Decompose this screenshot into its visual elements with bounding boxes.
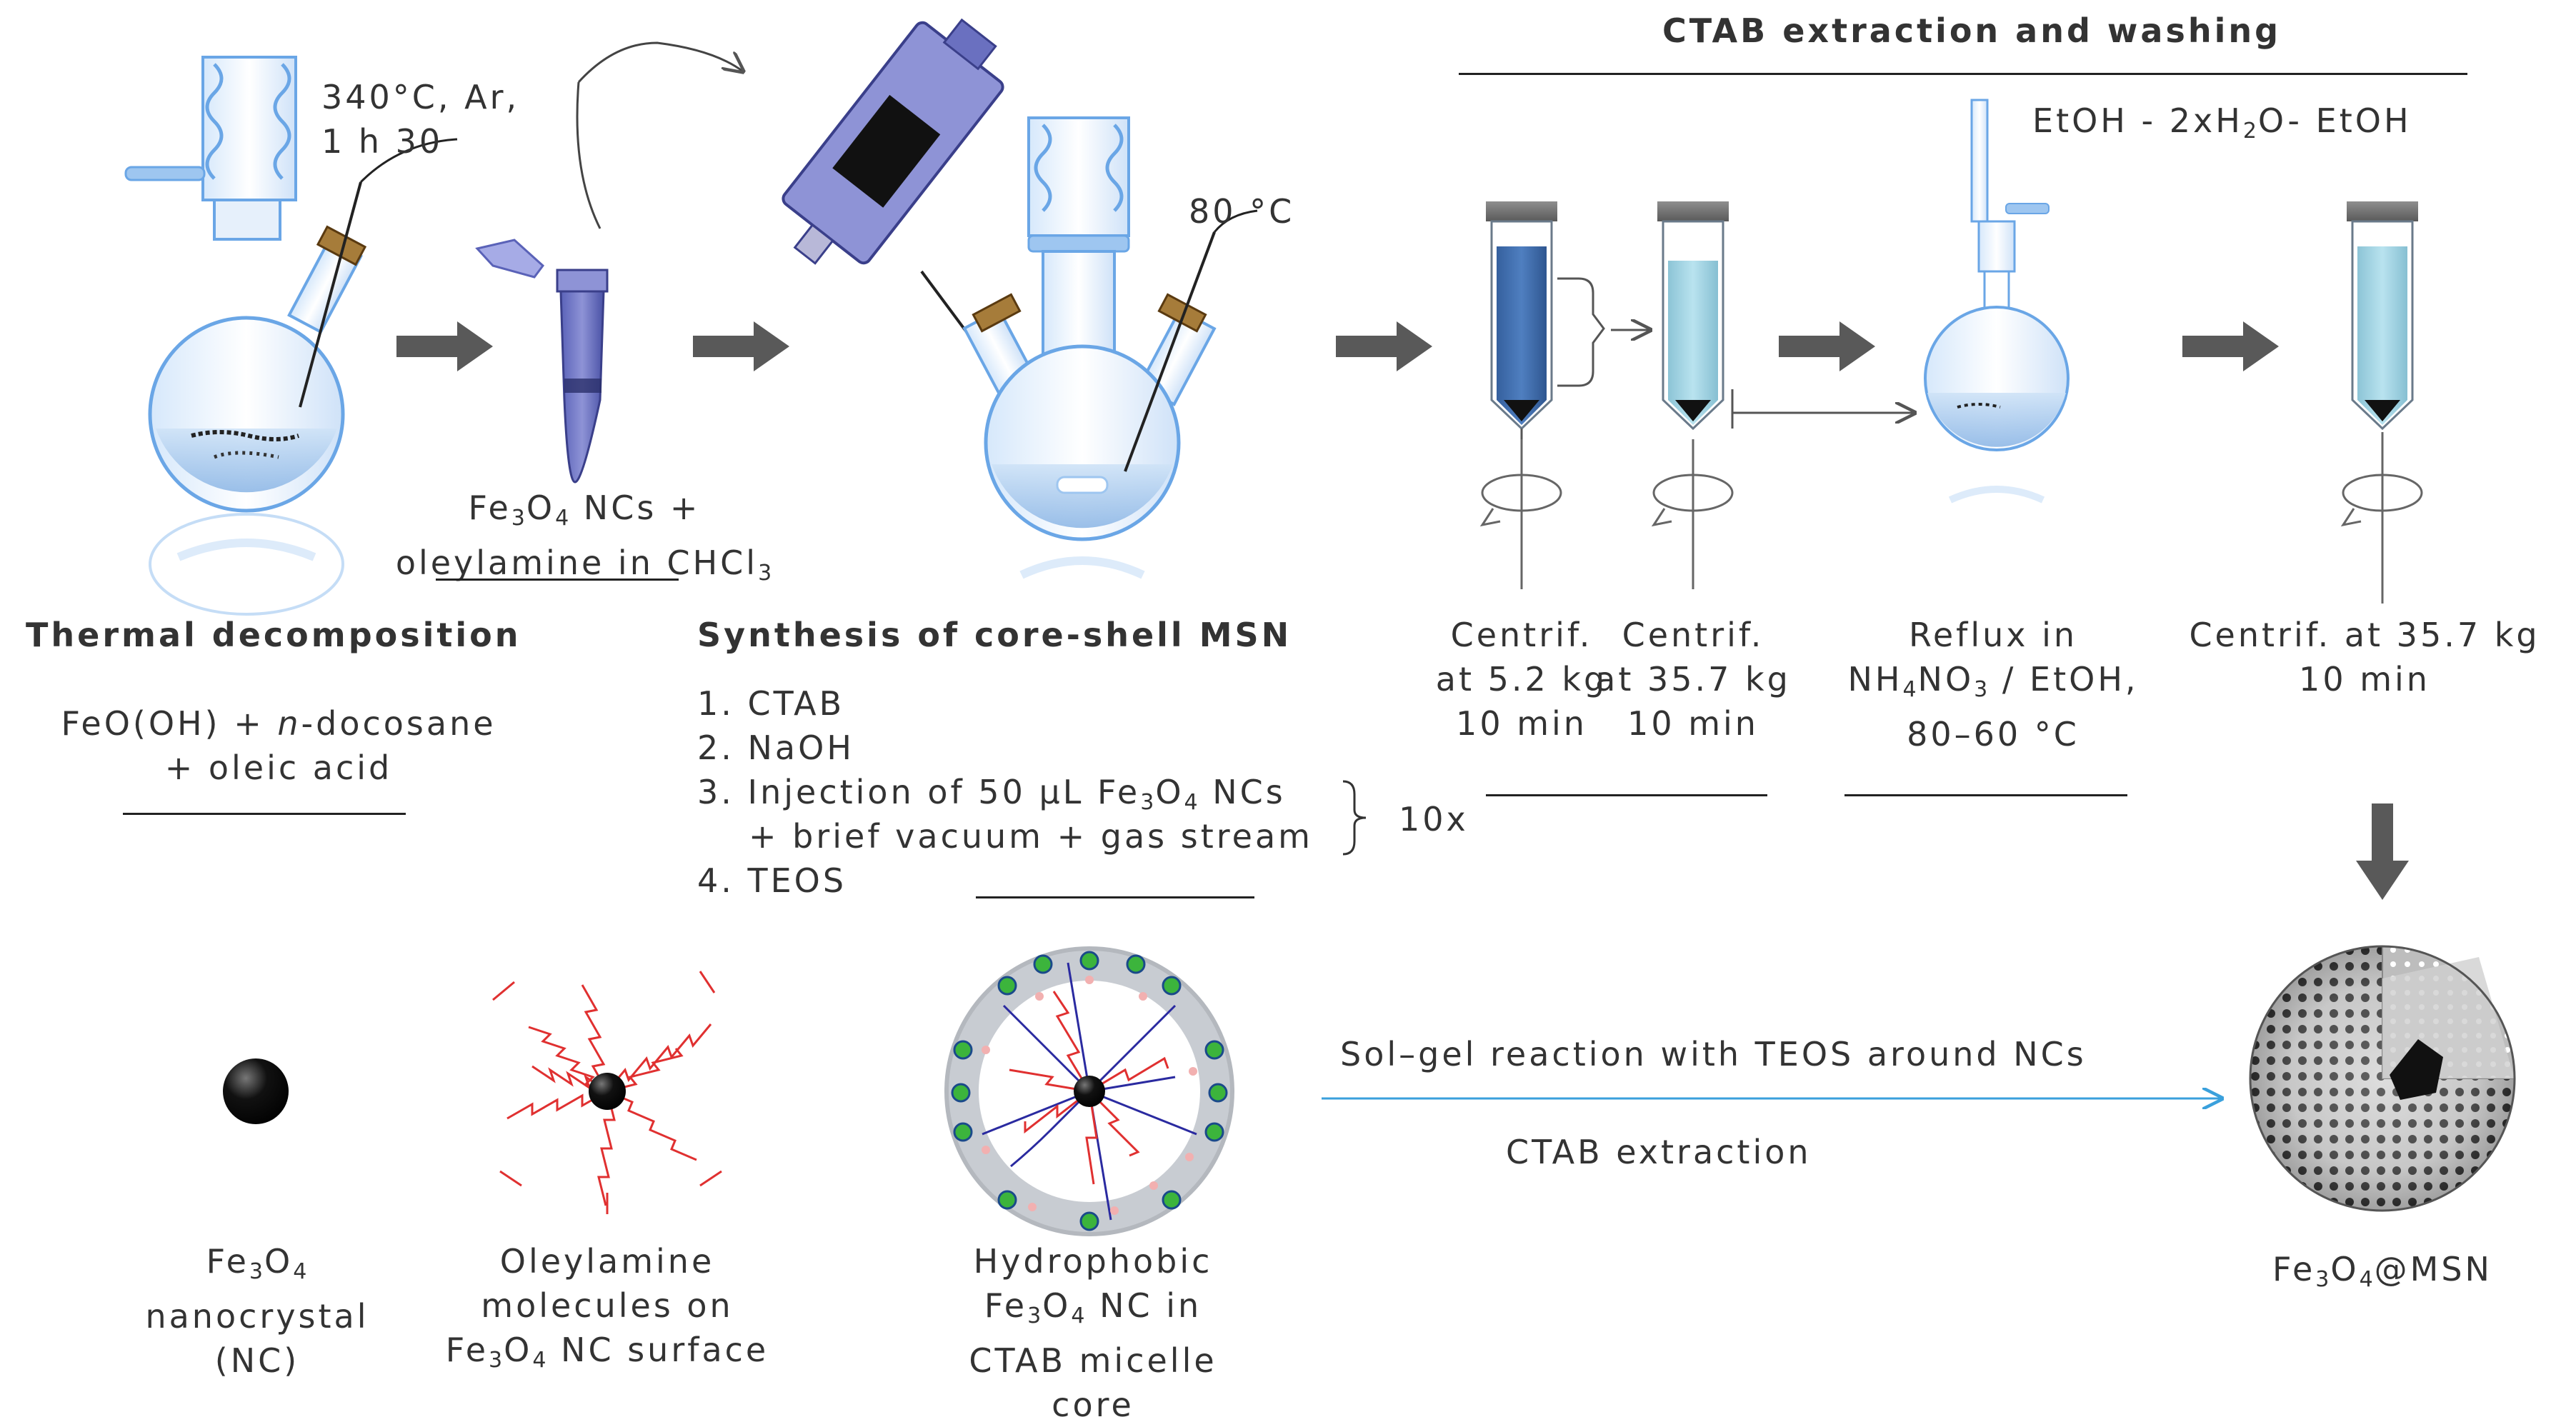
process-arrows — [396, 321, 2409, 900]
nc-reagent-rule — [436, 579, 679, 581]
nanocrystal-icon — [223, 1058, 289, 1124]
silica-particles — [982, 976, 1197, 1215]
synthesis-flask-icon — [782, 18, 1258, 579]
rotation-icon-2 — [1651, 439, 1734, 589]
ctab-micelle-icon — [944, 946, 1234, 1236]
process-arrow-2 — [693, 321, 789, 371]
washing-sequence: EtOH - 2xH2O- EtOH — [2032, 101, 2412, 144]
rotation-icon-3 — [2340, 432, 2423, 604]
micelle-label: Hydrophobic Fe3O4 NC in CTAB micelle cor… — [969, 1242, 1217, 1424]
oleylamine-label: Oleylamine molecules on Fe3O4 NC surface — [445, 1242, 769, 1373]
repeat-count: 10x — [1399, 800, 1469, 838]
thermal-header: Thermal decomposition — [26, 616, 521, 654]
nanocrystal-label: Fe3O4 nanocrystal (NC) — [145, 1242, 369, 1380]
reaction-label-top: Sol–gel reaction with TEOS around NCs — [1340, 1035, 2087, 1073]
reflux-flask-icon — [1924, 99, 2070, 504]
thermal-rule — [123, 813, 406, 815]
oleylamine-coated-nc-icon — [492, 971, 722, 1214]
centrif-rule — [1486, 794, 1767, 796]
centrif-3-label: Centrif. at 35.7 kg 10 min — [2189, 616, 2540, 699]
reaction-label-bottom: CTAB extraction — [1506, 1133, 1812, 1171]
product-label: Fe3O4@MSN — [2272, 1250, 2492, 1292]
process-arrow-3 — [1336, 321, 1432, 371]
centrifuge-tube-2-icon — [1657, 201, 1729, 431]
synthesis-temperature: 80 °C — [1189, 192, 1295, 231]
ctab-headgroups — [951, 951, 1228, 1231]
centrif-1-label: Centrif. at 5.2 kg 10 min — [1435, 616, 1608, 743]
rotation-icons — [1479, 432, 2423, 604]
nc-reagent-label: Fe3O4 NCs + oleylamine in CHCl3 — [395, 489, 774, 586]
mesoporous-silica-nanoparticle-icon — [2249, 945, 2516, 1212]
ctab-section-rule — [1459, 73, 2467, 75]
thermal-reagents: FeO(OH) + n-docosane + oleic acid — [61, 704, 496, 787]
eppendorf-tube-icon — [475, 41, 743, 484]
process-arrow-down — [2356, 803, 2409, 900]
centrifuge-tube-3-icon — [2347, 201, 2418, 431]
thermal-flask-icon — [124, 56, 458, 616]
synthesis-steps: 1. CTAB 2. NaOH 3. Injection of 50 µL Fe… — [697, 684, 1313, 900]
process-arrow-1 — [396, 321, 493, 371]
process-arrow-4 — [1779, 321, 1875, 371]
rotation-icon-1 — [1479, 439, 1562, 589]
synthesis-header: Synthesis of core-shell MSN — [697, 616, 1292, 654]
ctab-section-header: CTAB extraction and washing — [1662, 11, 2282, 50]
synthesis-rule — [976, 896, 1254, 898]
repeat-brace — [1342, 780, 1367, 856]
process-arrow-5 — [2182, 321, 2279, 371]
reflux-label: Reflux in NH4NO3 / EtOH, 80–60 °C — [1847, 616, 2139, 753]
centrifuge-tube-1-icon — [1486, 201, 1557, 443]
reflux-rule — [1844, 794, 2127, 796]
thermal-conditions: 340°C, Ar, 1 h 30 — [321, 78, 520, 161]
supernatant-transfer — [1557, 277, 1914, 429]
centrif-2-label: Centrif. at 35.7 kg 10 min — [1595, 616, 1791, 743]
